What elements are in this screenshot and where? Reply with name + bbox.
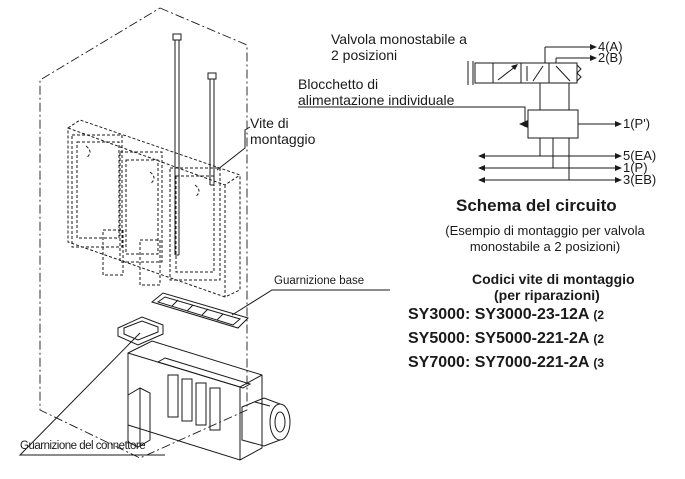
- screw-code-row: SY5000: SY5000-221-2A (2: [408, 330, 604, 348]
- screw-leader: [216, 126, 251, 171]
- port-1p: 1(P): [623, 160, 648, 175]
- mounting-screw-label-line1: Vite di: [250, 115, 289, 131]
- screw-code-tail: (3: [593, 356, 604, 370]
- mounting-screw-right: [207, 72, 217, 186]
- port-4a: 4(A): [598, 39, 623, 54]
- schema-title: Schema del circuito: [456, 196, 617, 215]
- screw-code-row: SY7000: SY7000-221-2A (3: [408, 354, 604, 372]
- schema-caption-line2: monostabile a 2 posizioni): [469, 239, 621, 254]
- screw-series: SY3000:: [408, 306, 471, 323]
- port-5ea: 5(EA): [623, 148, 657, 163]
- mounting-screw-left: [172, 33, 182, 256]
- connector-gasket-label: Guarnizione del connettore: [20, 440, 146, 452]
- supply-leader: [298, 106, 526, 127]
- port-2b: 2(B): [598, 50, 623, 65]
- screw-series: SY7000:: [408, 354, 471, 371]
- screw-code-tail: (2: [593, 332, 604, 346]
- valve-label-line1: Valvola monostabile a: [331, 31, 467, 47]
- connector-gasket-part: [117, 316, 164, 346]
- screw-codes-subtitle: (per riparazioni): [494, 287, 600, 303]
- base-gasket-label: Guarnizione base: [274, 275, 365, 287]
- screw-code: SY7000-221-2A: [474, 354, 589, 371]
- screw-code-tail: (2: [593, 308, 604, 322]
- schema-caption-line1: (Esempio di montaggio per valvola: [445, 223, 645, 238]
- screw-code-row: SY3000: SY3000-23-12A (2: [408, 306, 604, 324]
- screw-codes-title: Codici vite di montaggio: [472, 271, 635, 287]
- mounting-screw-label-line2: montaggio: [250, 131, 316, 147]
- screw-code: SY5000-221-2A: [474, 330, 589, 347]
- base-gasket-part: [150, 292, 249, 329]
- connector-base: [127, 340, 291, 461]
- port-3eb: 3(EB): [623, 172, 657, 187]
- port-1p-prime: 1(P'): [623, 116, 651, 131]
- screw-code: SY3000-23-12A: [474, 306, 589, 323]
- supply-block: [67, 119, 241, 298]
- connector-gasket-leader: [18, 332, 165, 456]
- supply-block-label-line2: alimentazione individuale: [298, 92, 455, 108]
- base-gasket-leader: [231, 289, 390, 316]
- supply-block-label-line1: Blocchetto di: [298, 76, 379, 92]
- valve-label-line2: 2 posizioni: [331, 47, 398, 63]
- circuit-schematic: [467, 46, 615, 181]
- screw-series: SY5000:: [408, 330, 471, 347]
